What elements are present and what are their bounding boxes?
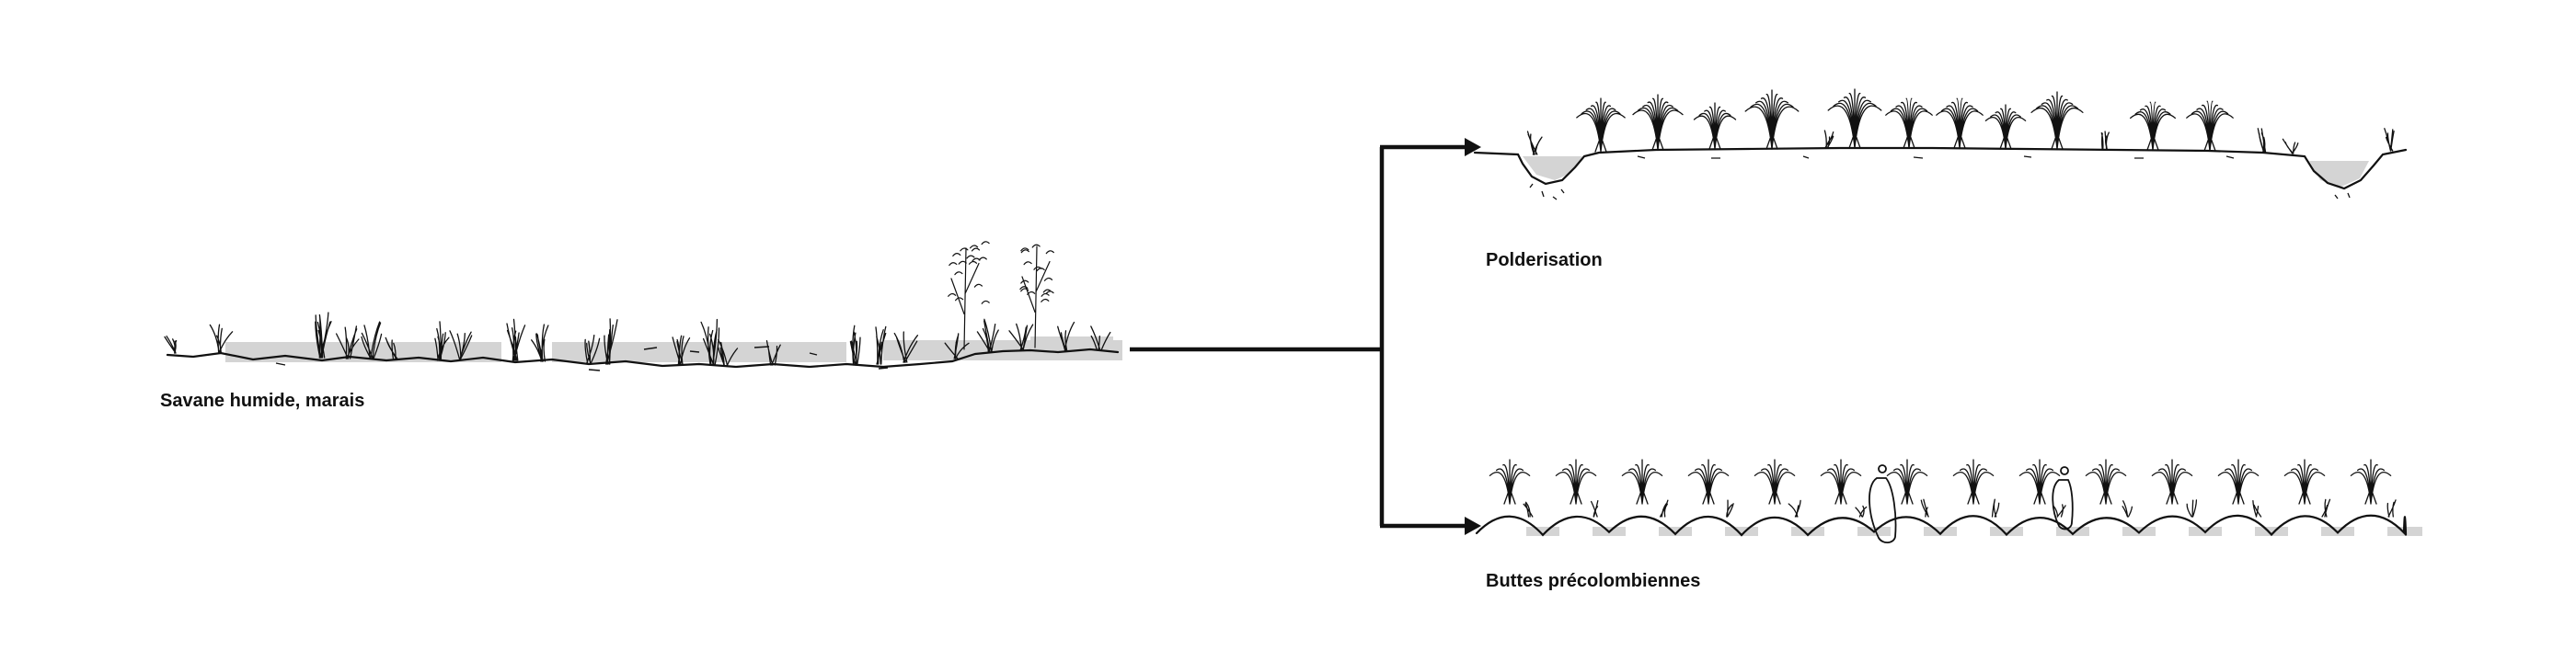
mound-small-tuft xyxy=(1592,501,1598,517)
polder-grass-tuft xyxy=(2101,131,2109,149)
marsh-grass-tuft xyxy=(165,336,177,353)
mound-grass-plant xyxy=(1489,460,1529,504)
polder-grass-tuft xyxy=(2385,129,2394,151)
polder-rice-plant xyxy=(1695,103,1736,149)
polder-rice-plant xyxy=(2187,101,2233,151)
polder-grass-tuft xyxy=(1824,131,1833,148)
marsh-shrub xyxy=(949,242,990,349)
mound-small-tuft xyxy=(1524,502,1533,517)
mound-grass-plant xyxy=(2218,460,2258,504)
polder-rice-plant xyxy=(1745,90,1799,149)
mound-small-tuft xyxy=(2187,500,2196,517)
label-savane-humide: Savane humide, marais xyxy=(160,391,364,411)
marsh-illustration xyxy=(165,242,1122,371)
polder-rice-plant xyxy=(1828,89,1881,148)
polder-grass-tuft xyxy=(2258,129,2265,152)
label-polderisation: Polderisation xyxy=(1486,250,1603,270)
mound-grass-plant xyxy=(1754,460,1794,504)
mound-small-tuft xyxy=(1856,506,1867,517)
mound-small-tuft xyxy=(1727,500,1733,517)
mound-grass-plant xyxy=(2152,460,2191,504)
mound-small-tuft xyxy=(1661,500,1668,517)
polder-illustration xyxy=(1475,89,2406,200)
mound-small-tuft xyxy=(2122,501,2132,517)
mounds-water xyxy=(1526,527,2422,536)
polder-rice-plant xyxy=(1633,95,1683,150)
polder-rice-plants xyxy=(1528,89,2395,154)
polder-grass-tuft xyxy=(1528,131,1543,154)
mound-grass-plant xyxy=(1688,460,1728,504)
polder-ground-line xyxy=(1475,148,2406,188)
polder-rice-plant xyxy=(1937,98,1983,148)
polder-ditch-marks xyxy=(1530,156,2350,200)
mound-small-tuft xyxy=(1788,500,1800,517)
marsh-grass-tuft xyxy=(532,325,548,361)
person-figure-2 xyxy=(2053,467,2073,529)
mound-small-tuft xyxy=(1921,499,1928,517)
mounds-plants xyxy=(1489,460,2396,517)
polder-rice-plant xyxy=(1577,98,1625,152)
mound-grass-plant xyxy=(1622,460,1662,504)
mound-grass-plant xyxy=(1953,460,1993,504)
mound-grass-plant xyxy=(1556,460,1595,504)
branch-arrow xyxy=(1130,138,1481,535)
polder-grass-tuft xyxy=(2283,139,2297,154)
mound-small-tuft xyxy=(2253,501,2261,517)
mound-grass-plant xyxy=(2086,460,2125,504)
marsh-grass-tuft xyxy=(507,319,525,360)
mound-grass-plant xyxy=(1821,460,1860,504)
polder-rice-plant xyxy=(2031,92,2083,149)
mound-grass-plant xyxy=(2284,460,2324,504)
mound-small-tuft xyxy=(2387,500,2396,517)
mounds-illustration xyxy=(1477,460,2422,542)
marsh-grass-tuft xyxy=(850,325,860,365)
polder-rice-plant xyxy=(2131,102,2176,150)
mound-grass-plant xyxy=(2351,460,2390,504)
label-buttes-precolombiennes: Buttes précolombiennes xyxy=(1486,571,1700,591)
mound-small-tuft xyxy=(1993,499,1999,517)
mound-small-tuft xyxy=(2322,499,2330,517)
polder-rice-plant xyxy=(1886,98,1932,148)
marsh-shrubs xyxy=(949,242,1054,349)
polder-rice-plant xyxy=(1985,105,2025,149)
